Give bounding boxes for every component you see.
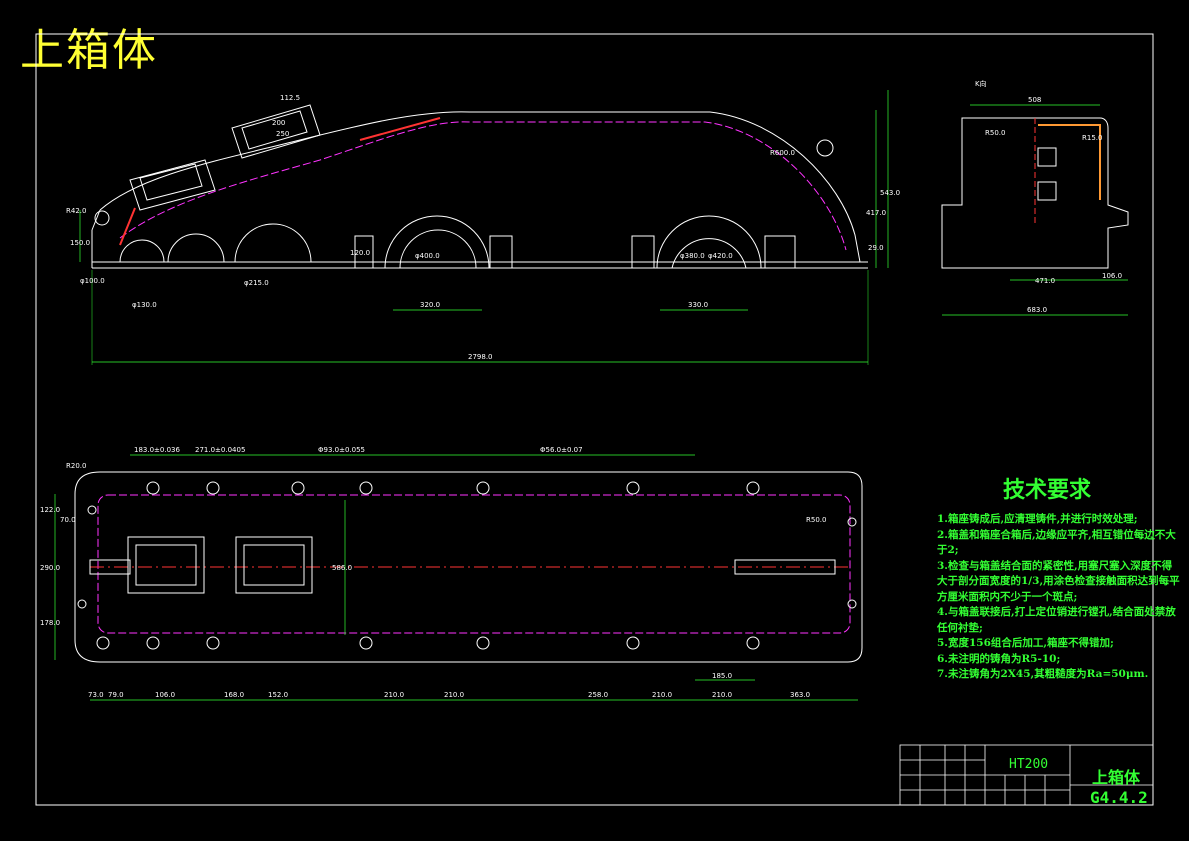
dim-plan-56: Φ56.0±0.07 (540, 446, 583, 454)
dim-radius-1: R42.0 (66, 207, 86, 215)
dim-plan-106: 106.0 (155, 691, 175, 699)
tech-requirement-item: 1.箱座铸成后,应清理铸件,并进行时效处理; (937, 513, 1138, 525)
tech-requirement-item: 4.与箱盖联接后,打上定位销进行镗孔,结合面处禁放任何衬垫; (937, 606, 1176, 634)
dim-plan-79: 79.0 (108, 691, 124, 699)
drawing-frame (35, 33, 1154, 806)
dim-height-2: 120.0 (350, 249, 370, 257)
dim-side-683: 683.0 (1027, 306, 1047, 314)
tech-requirements-heading: 技术要求 (1003, 477, 1092, 503)
dim-plan-586: 586.0 (332, 564, 352, 572)
dim-bore-1: φ130.0 (132, 301, 157, 309)
dim-plan-258: 258.0 (588, 691, 608, 699)
dim-plan-363: 363.0 (790, 691, 810, 699)
dim-plan-r20: R20.0 (66, 462, 86, 470)
tech-requirement-item: 7.未注铸角为2X45,其粗糙度为Ra=50μm. (937, 668, 1149, 680)
dim-bore-4: φ400.0 (415, 252, 440, 260)
dim-plan-r50: R50.0 (806, 516, 826, 524)
dim-cover-2: 200 (272, 119, 285, 127)
plan-view (54, 454, 863, 701)
dim-height-3: 417.0 (866, 209, 886, 217)
dim-plan-70: 70.0 (60, 516, 76, 524)
dim-plan-122: 122.0 (40, 506, 60, 514)
dim-plan-210a: 210.0 (384, 691, 404, 699)
dim-plan-178: 178.0 (40, 619, 60, 627)
dim-plan-168: 168.0 (224, 691, 244, 699)
dim-center-2: 330.0 (688, 301, 708, 309)
dim-center-1: 320.0 (420, 301, 440, 309)
tech-requirement-item: 2.箱盖和箱座合箱后,边缘应平齐,相互错位每边不大于2; (937, 528, 1176, 557)
dim-side-471: 471.0 (1035, 277, 1055, 285)
tech-requirement-item: 5.宽度156组合后加工,箱座不得错加; (937, 637, 1114, 649)
section-label: K向 (975, 79, 987, 88)
top-bolt-bosses (77, 481, 857, 650)
dim-cover-1: 250 (276, 130, 289, 138)
dim-plan-183: 183.0±0.036 (134, 446, 180, 454)
tech-requirements-list: 1.箱座铸成后,应清理铸件,并进行时效处理; 2.箱盖和箱座合箱后,边缘应平齐,… (937, 512, 1182, 683)
title-block (899, 744, 1154, 806)
dim-plan-210c: 210.0 (652, 691, 672, 699)
dim-plan-93: Φ93.0±0.055 (318, 446, 365, 454)
dim-bore-2: φ100.0 (80, 277, 105, 285)
dim-radius-2: R600.0 (770, 149, 795, 157)
dim-height-5: 29.0 (868, 244, 884, 252)
title-block-drawing-no: G4.4.2 (1090, 788, 1148, 807)
dim-bore-6: φ380.0 (680, 252, 705, 260)
dim-bore-3: φ215.0 (244, 279, 269, 287)
dim-side-width: 508 (1028, 96, 1041, 104)
title-block-material: HT200 (1009, 757, 1049, 772)
title-block-part-name: 上箱体 (1092, 768, 1141, 787)
tech-requirement-item: 6.未注明的铸角为R5-10; (937, 652, 1061, 665)
front-view-dimensions: 2798.0 320.0 330.0 φ130.0 φ100.0 φ215.0 … (66, 94, 900, 361)
plan-view-dimensions: 183.0±0.036 271.0±0.0405 Φ93.0±0.055 Φ56… (40, 446, 826, 699)
dim-bore-5: φ420.0 (708, 252, 733, 260)
dim-overall-length: 2798.0 (468, 353, 493, 361)
side-view (941, 104, 1129, 316)
front-view (79, 90, 889, 365)
dim-height-1: 150.0 (70, 239, 90, 247)
tech-requirement-item: 3.检查与箱盖结合面的紧密性,用塞尺塞入深度不得大于剖分面宽度的1/3,用涂色检… (937, 559, 1180, 603)
dim-side-106: 106.0 (1102, 272, 1122, 280)
dim-side-r15: R15.0 (1082, 134, 1102, 142)
dim-cover-3: 112.5 (280, 94, 300, 102)
dim-side-r50: R50.0 (985, 129, 1005, 137)
dim-plan-290: 290.0 (40, 564, 60, 572)
side-view-dimensions: K向 508 471.0 106.0 683.0 R50.0 R15.0 (975, 79, 1122, 314)
dim-plan-185: 185.0 (712, 672, 732, 680)
dim-plan-271: 271.0±0.0405 (195, 446, 245, 454)
dim-plan-152: 152.0 (268, 691, 288, 699)
dim-plan-210d: 210.0 (712, 691, 732, 699)
dim-height-4: 543.0 (880, 189, 900, 197)
dim-plan-210b: 210.0 (444, 691, 464, 699)
dim-plan-73: 73.0 (88, 691, 104, 699)
